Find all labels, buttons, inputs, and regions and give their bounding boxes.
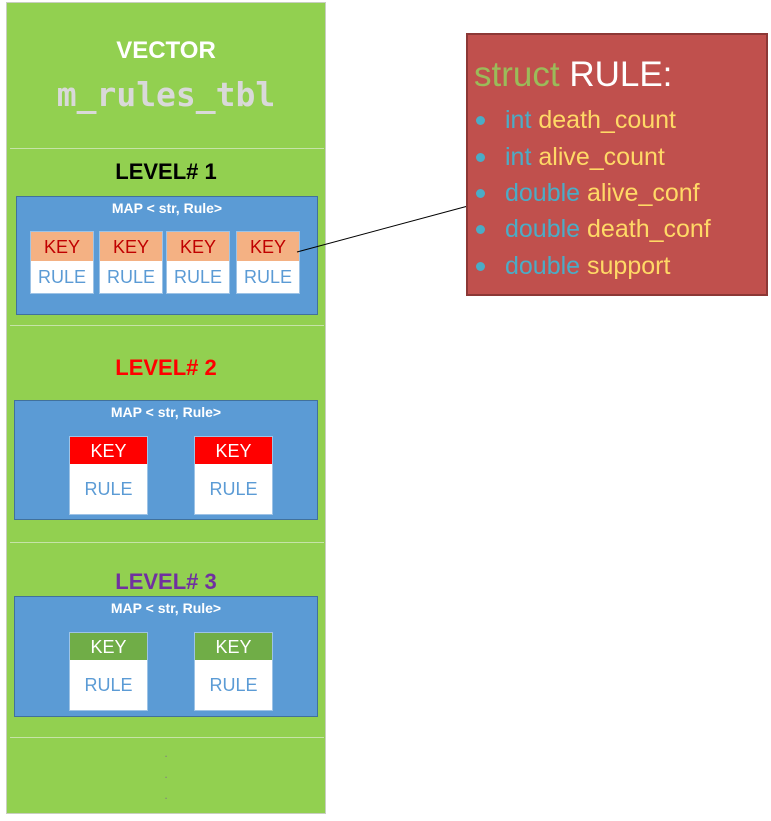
struct-field: double death_conf bbox=[476, 215, 711, 244]
map-entry: KEY RULE bbox=[194, 632, 273, 711]
level-1-map: MAP < str, Rule> KEY RULE KEY RULE KEY R… bbox=[16, 196, 318, 315]
field-type: double bbox=[505, 252, 581, 280]
rule-cell: RULE bbox=[70, 464, 147, 514]
level-1-title: LEVEL# 1 bbox=[115, 159, 217, 184]
separator bbox=[10, 325, 324, 326]
level-3-map: MAP < str, Rule> KEY RULE KEY RULE bbox=[14, 596, 318, 717]
level-3-title: LEVEL# 3 bbox=[115, 569, 217, 594]
struct-field: double support bbox=[476, 252, 670, 281]
key-cell: KEY bbox=[237, 232, 299, 262]
field-type: double bbox=[505, 215, 581, 243]
map-label: MAP < str, Rule> bbox=[111, 200, 223, 216]
struct-title: struct RULE: bbox=[474, 55, 672, 95]
struct-rule-box: struct RULE: int death_count int alive_c… bbox=[466, 33, 768, 296]
rule-cell: RULE bbox=[167, 261, 229, 293]
separator bbox=[10, 737, 324, 738]
key-cell: KEY bbox=[100, 232, 162, 262]
vector-name: m_rules_tbl bbox=[56, 75, 276, 114]
field-name: death_count bbox=[538, 106, 676, 134]
bullet-icon bbox=[476, 225, 485, 234]
struct-keyword: struct bbox=[474, 55, 560, 94]
rule-cell: RULE bbox=[31, 261, 93, 293]
level-2-map: MAP < str, Rule> KEY RULE KEY RULE bbox=[14, 400, 318, 520]
map-entry: KEY RULE bbox=[166, 231, 230, 294]
bullet-icon bbox=[476, 116, 485, 125]
rule-cell: RULE bbox=[195, 660, 272, 710]
ellipsis-dot: . bbox=[164, 788, 168, 802]
rule-cell: RULE bbox=[237, 261, 299, 293]
field-name: alive_count bbox=[538, 143, 665, 171]
map-label: MAP < str, Rule> bbox=[110, 600, 222, 616]
struct-field: int death_count bbox=[476, 106, 676, 135]
field-name: death_conf bbox=[587, 215, 711, 243]
key-cell: KEY bbox=[70, 633, 147, 661]
ellipsis-dot: . bbox=[164, 746, 168, 760]
key-cell: KEY bbox=[195, 437, 272, 465]
map-entry: KEY RULE bbox=[30, 231, 94, 294]
separator bbox=[10, 542, 324, 543]
map-label: MAP < str, Rule> bbox=[110, 404, 222, 420]
map-entry: KEY RULE bbox=[194, 436, 273, 515]
ellipsis-dot: . bbox=[164, 767, 168, 781]
rule-cell: RULE bbox=[195, 464, 272, 514]
map-entry: KEY RULE bbox=[69, 436, 148, 515]
bullet-icon bbox=[476, 189, 485, 198]
key-cell: KEY bbox=[31, 232, 93, 262]
separator bbox=[10, 148, 324, 149]
key-cell: KEY bbox=[167, 232, 229, 262]
bullet-icon bbox=[476, 153, 485, 162]
struct-field: int alive_count bbox=[476, 143, 665, 172]
level-2-title: LEVEL# 2 bbox=[115, 355, 217, 380]
vector-title: VECTOR bbox=[116, 37, 216, 64]
map-entry: KEY RULE bbox=[99, 231, 163, 294]
key-cell: KEY bbox=[70, 437, 147, 465]
bullet-icon bbox=[476, 262, 485, 271]
struct-name: RULE: bbox=[569, 55, 673, 94]
field-name: alive_conf bbox=[587, 179, 700, 207]
struct-field: double alive_conf bbox=[476, 179, 700, 208]
map-entry: KEY RULE bbox=[236, 231, 300, 294]
rule-cell: RULE bbox=[70, 660, 147, 710]
field-type: double bbox=[505, 179, 581, 207]
key-cell: KEY bbox=[195, 633, 272, 661]
field-type: int bbox=[505, 106, 532, 134]
field-type: int bbox=[505, 143, 532, 171]
rule-cell: RULE bbox=[100, 261, 162, 293]
map-entry: KEY RULE bbox=[69, 632, 148, 711]
vector-container: VECTOR m_rules_tbl LEVEL# 1 MAP < str, R… bbox=[6, 2, 326, 814]
field-name: support bbox=[587, 252, 671, 280]
